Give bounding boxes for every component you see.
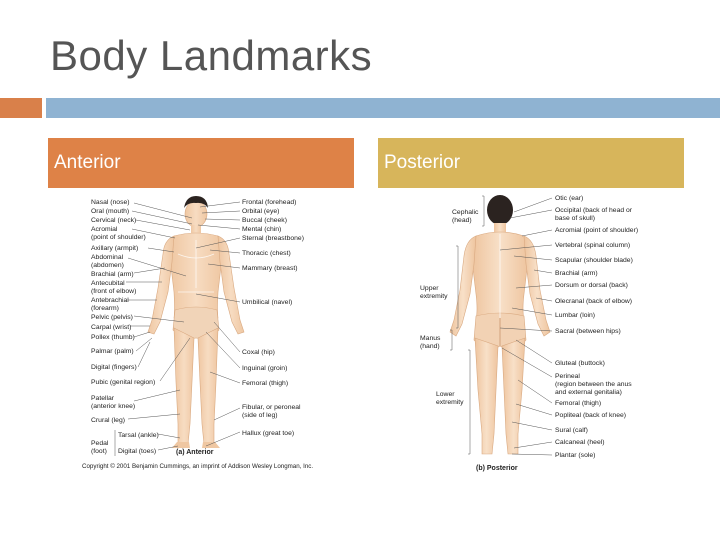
label-fibular: Fibular, or peroneal	[242, 404, 301, 411]
label-frontal: Frontal (forehead)	[242, 199, 296, 206]
label-antecubital-desc: (front of elbow)	[91, 288, 136, 295]
label-sternal: Sternal (breastbone)	[242, 235, 304, 242]
label-head: (head)	[452, 217, 472, 224]
anterior-right-leaders	[195, 201, 241, 447]
posterior-right-labels: Otic (ear) Occipital (back of head or ba…	[555, 195, 638, 459]
label-foot: (foot)	[91, 448, 107, 455]
label-pelvic: Pelvic (pelvis)	[91, 314, 133, 321]
label-lower-extremity: extremity	[436, 399, 464, 406]
label-oral: Oral (mouth)	[91, 208, 129, 215]
posterior-header: Posterior	[378, 138, 684, 188]
anterior-left-labels: Nasal (nose) Oral (mouth) Cervical (neck…	[91, 199, 159, 455]
label-inguinal: Inguinal (groin)	[242, 365, 287, 372]
label-mental: Mental (chin)	[242, 226, 281, 233]
label-lower: Lower	[436, 391, 455, 398]
label-plantar: Plantar (sole)	[555, 452, 595, 459]
label-occipital: Occipital (back of head or	[555, 207, 633, 214]
label-hand: (hand)	[420, 343, 440, 350]
label-otic: Otic (ear)	[555, 195, 583, 202]
label-axillary: Axillary (armpit)	[91, 245, 138, 252]
label-gluteal: Gluteal (buttock)	[555, 360, 605, 367]
label-popliteal: Popliteal (back of knee)	[555, 412, 626, 419]
anterior-caption: (a) Anterior	[176, 449, 214, 456]
posterior-left-brackets	[450, 195, 485, 455]
label-tarsal: Tarsal (ankle)	[118, 432, 159, 439]
label-side-of-leg: (side of leg)	[242, 412, 278, 419]
label-dorsum: Dorsum or dorsal (back)	[555, 282, 628, 289]
label-pedal: Pedal	[91, 440, 109, 447]
label-manus: Manus	[420, 335, 441, 342]
label-antecubital: Antecubital	[91, 280, 125, 287]
accent-bar-orange	[0, 98, 42, 118]
copyright-notice: Copyright © 2001 Benjamin Cummings, an i…	[82, 463, 313, 470]
label-pollex: Pollex (thumb)	[91, 334, 135, 341]
label-antebrachial: Antebrachial	[91, 297, 129, 304]
label-perineal-desc2: and external genitalia)	[555, 389, 622, 396]
anterior-right-labels: Frontal (forehead) Orbital (eye) Buccal …	[242, 199, 304, 437]
label-perineal-desc1: (region between the anus	[555, 381, 632, 388]
label-occipital-desc: base of skull)	[555, 215, 595, 222]
label-crural: Crural (leg)	[91, 417, 125, 424]
label-brachial-post: Brachial (arm)	[555, 270, 598, 277]
label-cephalic: Cephalic	[452, 209, 479, 216]
label-femoral: Femoral (thigh)	[242, 380, 288, 387]
label-calcaneal: Calcaneal (heel)	[555, 439, 605, 446]
anterior-figure-svg: Nasal (nose) Oral (mouth) Cervical (neck…	[82, 196, 313, 470]
label-sural: Sural (calf)	[555, 427, 588, 434]
label-scapular: Scapular (shoulder blade)	[555, 257, 633, 264]
label-upper: Upper	[420, 285, 439, 292]
label-thoracic: Thoracic (chest)	[242, 250, 291, 257]
label-cervical: Cervical (neck)	[91, 217, 136, 224]
label-carpal: Carpal (wrist)	[91, 324, 131, 331]
label-brachial: Brachial (arm)	[91, 271, 134, 278]
accent-bar-blue	[46, 98, 720, 118]
label-digital-toes: Digital (toes)	[118, 448, 156, 455]
posterior-diagram: Cephalic (head) Upper extremity Manus (h…	[412, 190, 684, 474]
posterior-figure-svg: Cephalic (head) Upper extremity Manus (h…	[420, 195, 638, 472]
label-perineal: Perineal	[555, 373, 580, 380]
posterior-caption: (b) Posterior	[476, 465, 518, 472]
label-anterior-knee: (anterior knee)	[91, 403, 135, 410]
label-nasal: Nasal (nose)	[91, 199, 130, 206]
label-coxal: Coxal (hip)	[242, 349, 275, 356]
anterior-header: Anterior	[48, 138, 354, 188]
label-palmar: Palmar (palm)	[91, 348, 134, 355]
label-abdomen: (abdomen)	[91, 262, 124, 269]
label-femoral-post: Femoral (thigh)	[555, 400, 601, 407]
label-vertebral: Vertebral (spinal column)	[555, 242, 630, 249]
posterior-left-labels: Cephalic (head) Upper extremity Manus (h…	[420, 209, 479, 406]
posterior-body	[449, 195, 551, 455]
label-pubic: Pubic (genital region)	[91, 379, 155, 386]
label-patellar: Patellar	[91, 395, 115, 402]
label-hallux: Hallux (great toe)	[242, 430, 294, 437]
label-mammary: Mammary (breast)	[242, 265, 298, 272]
label-lumbar: Lumbar (loin)	[555, 312, 595, 319]
label-acromial-post: Acromial (point of shoulder)	[555, 227, 638, 234]
anterior-left-leaders	[114, 202, 193, 456]
label-upper-extremity: extremity	[420, 293, 448, 300]
label-forearm: (forearm)	[91, 305, 119, 312]
label-buccal: Buccal (cheek)	[242, 217, 287, 224]
posterior-right-leaders	[499, 197, 553, 456]
label-digital-fingers: Digital (fingers)	[91, 364, 137, 371]
anterior-body	[147, 196, 245, 448]
label-olecranal: Olecranal (back of elbow)	[555, 298, 632, 305]
label-orbital: Orbital (eye)	[242, 208, 279, 215]
label-abdominal: Abdominal	[91, 254, 124, 261]
label-acromial-desc: (point of shoulder)	[91, 234, 146, 241]
label-umbilical: Umbilical (navel)	[242, 299, 292, 306]
slide-title: Body Landmarks	[50, 32, 373, 79]
anterior-diagram: Nasal (nose) Oral (mouth) Cervical (neck…	[78, 192, 340, 474]
label-acromial: Acromial	[91, 226, 118, 233]
label-sacral: Sacral (between hips)	[555, 328, 621, 335]
